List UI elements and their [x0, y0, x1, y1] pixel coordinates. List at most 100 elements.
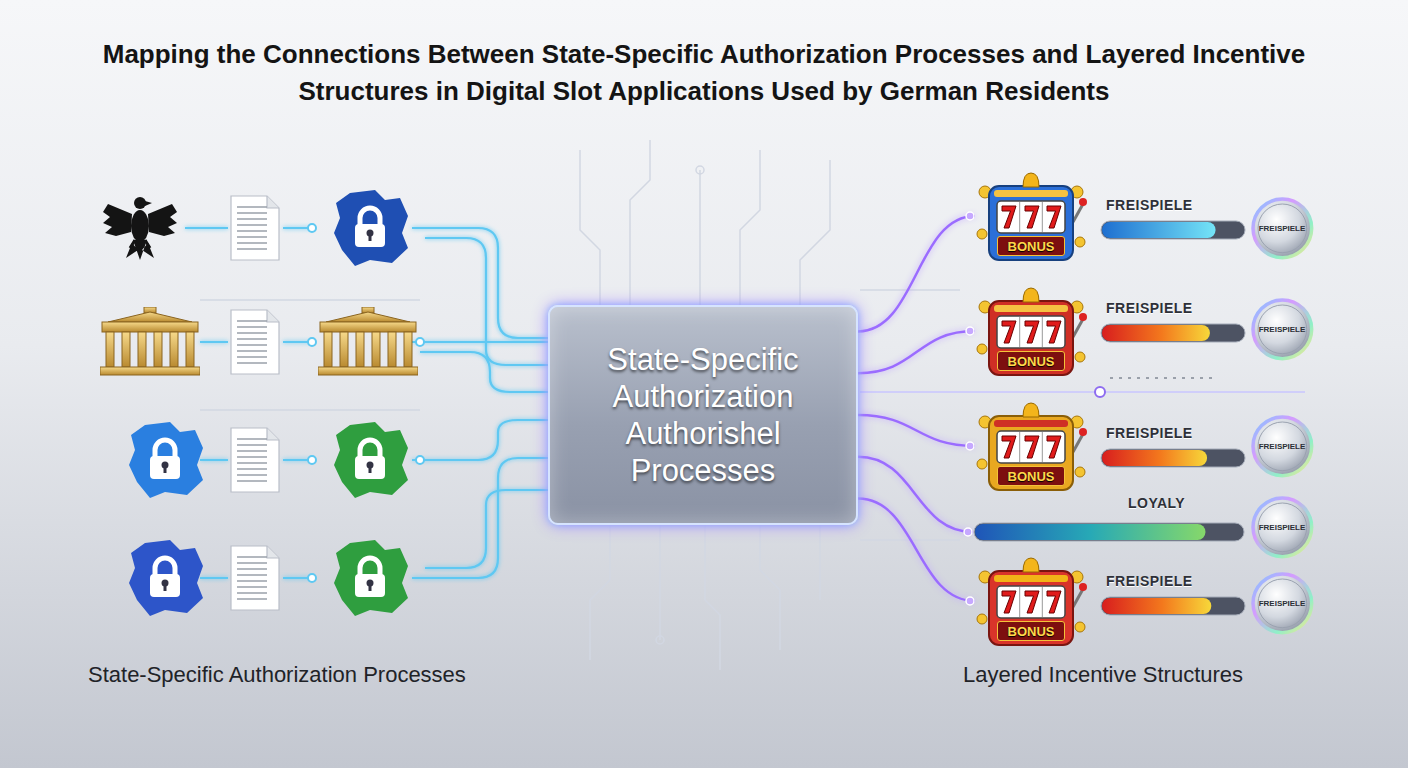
- reward-coin: FREISPIELE: [1251, 572, 1314, 635]
- bar-label: FREISPIELE: [1106, 300, 1193, 316]
- diagram-title: Mapping the Connections Between State-Sp…: [103, 39, 1306, 106]
- bar-label: LOYALY: [1128, 495, 1185, 511]
- progress-bar: FREISPIELE: [1100, 196, 1246, 240]
- lever-knob: [1079, 198, 1087, 206]
- coin-inner-ring: [1258, 422, 1307, 471]
- coin-text: FREISPIELE: [1259, 224, 1306, 233]
- bell: [1023, 558, 1039, 572]
- bar-track: [974, 523, 1244, 541]
- reel-window: [997, 316, 1065, 348]
- coin-text: FREISPIELE: [1259, 325, 1306, 334]
- slot-machine: BONUS: [975, 400, 1087, 492]
- reel-divider: [1019, 202, 1020, 232]
- progress-bar: FREISPIELE: [1100, 424, 1246, 468]
- reel-symbol: [1025, 591, 1039, 613]
- edge-dot: [966, 212, 974, 220]
- lever-knob: [1079, 583, 1087, 591]
- state-map: [129, 540, 203, 616]
- reel-symbol: [1047, 206, 1061, 228]
- lock-icon: [150, 558, 180, 597]
- reel-divider: [1019, 317, 1020, 347]
- slot-trim: [994, 305, 1068, 312]
- bar-heading: FREISPIELE: [1106, 196, 1193, 216]
- bar-heading: FREISPIELE: [1106, 424, 1193, 444]
- state-icons: [100, 190, 418, 616]
- edge-dot: [966, 327, 974, 335]
- section-label: State-Specific Authorization Processes: [88, 662, 466, 688]
- bar-track: [1101, 324, 1245, 342]
- decor-circle: [308, 338, 316, 346]
- bar-fill: [975, 524, 1205, 540]
- bell: [1023, 403, 1039, 417]
- decor-circle: [416, 456, 424, 464]
- decor-path: [420, 352, 548, 392]
- decor-path: [699, 170, 701, 305]
- bar-track: [1101, 597, 1245, 615]
- reel-symbol: [1047, 321, 1061, 343]
- reel-window: [997, 586, 1065, 618]
- gold-coin: [977, 459, 987, 469]
- decor-path: [412, 458, 548, 578]
- lever: [1073, 589, 1083, 607]
- coin-inner-ring: [1258, 503, 1307, 552]
- decor-path: [412, 341, 548, 343]
- bonus-text: BONUS: [1008, 624, 1055, 639]
- progress-bar: LOYALY: [973, 494, 1245, 542]
- decor-path: [412, 420, 548, 460]
- lock-icon: [150, 440, 180, 479]
- bonus-plate: BONUS: [997, 621, 1065, 641]
- coin-face: FREISPIELE: [1251, 298, 1314, 361]
- bonus-text: BONUS: [1008, 354, 1055, 369]
- slot-body: [989, 186, 1073, 260]
- reel-divider: [1019, 432, 1020, 462]
- coin-face: FREISPIELE: [1251, 496, 1314, 559]
- slot-machine: BONUS: [975, 555, 1087, 647]
- bar-fill: [1102, 598, 1211, 614]
- reel-symbol: [1047, 591, 1061, 613]
- reel-divider: [1042, 587, 1043, 617]
- slot-machine: BONUS: [975, 170, 1087, 262]
- decor-circle: [656, 636, 664, 644]
- bonus-plate: BONUS: [997, 466, 1065, 486]
- slot-machine: BONUS: [975, 285, 1087, 377]
- process-box: State-Specific Authorization Authorishel…: [548, 305, 858, 525]
- bar-label: FREISPIELE: [1106, 197, 1193, 213]
- lock-icon: [355, 558, 385, 597]
- decor-path: [630, 140, 650, 305]
- bonus-plate: BONUS: [997, 351, 1065, 371]
- reel-divider: [1042, 432, 1043, 462]
- progress-bar: FREISPIELE: [1100, 299, 1246, 343]
- connector: [858, 415, 975, 446]
- bar-track: [1101, 221, 1245, 239]
- connector: [858, 331, 975, 373]
- document-icon: [231, 428, 279, 492]
- document-icon: [231, 196, 279, 260]
- reel-window: [997, 431, 1065, 463]
- gate-icon: [318, 307, 418, 375]
- bar-heading: FREISPIELE: [1106, 572, 1193, 592]
- decor-path: [425, 238, 548, 365]
- decor-path: [200, 290, 960, 540]
- lever-knob: [1079, 313, 1087, 321]
- left-wires: [185, 228, 548, 578]
- label-text: Layered Incentive Structures: [963, 662, 1243, 687]
- decor-path: [1110, 377, 1215, 379]
- decor-path: [412, 228, 548, 338]
- coin-inner-ring: [1258, 305, 1307, 354]
- coin-rim: [1253, 417, 1312, 476]
- decor-path: [800, 160, 830, 305]
- bar-track: [1101, 449, 1245, 467]
- coin-rim: [1253, 199, 1312, 258]
- slot-body: [989, 571, 1073, 645]
- lever: [1073, 204, 1083, 222]
- bar-label: FREISPIELE: [1106, 425, 1193, 441]
- decor-path: [740, 150, 760, 305]
- state-map: [334, 422, 408, 498]
- lever-knob: [1079, 428, 1087, 436]
- gold-coin: [1075, 352, 1085, 362]
- decor-circle: [1095, 387, 1105, 397]
- label-text: State-Specific Authorization Processes: [88, 662, 466, 687]
- wire-dots: [308, 224, 424, 582]
- coin-face: FREISPIELE: [1251, 572, 1314, 635]
- gold-coin: [1075, 237, 1085, 247]
